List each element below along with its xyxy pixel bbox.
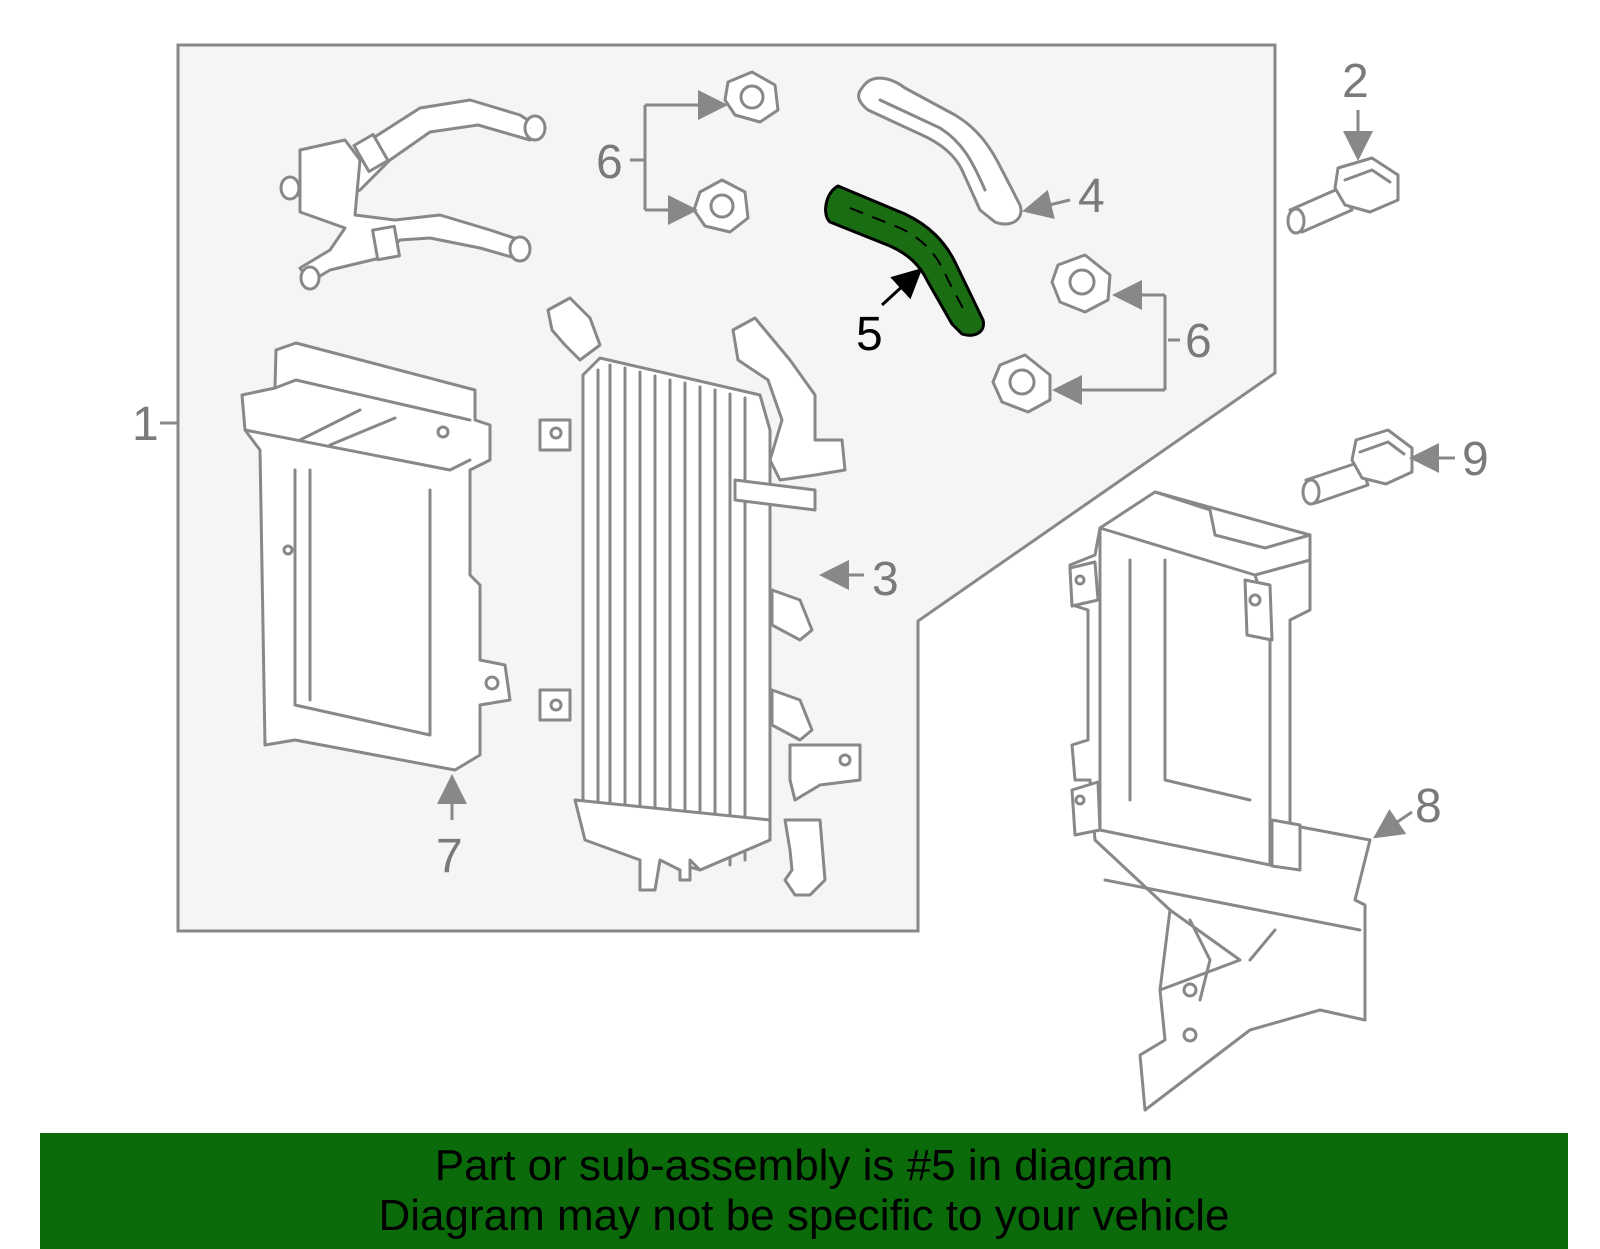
leader-5 xyxy=(880,267,923,307)
hose-clamp-right-1 xyxy=(1050,253,1112,314)
leader-6-top xyxy=(630,105,647,210)
callout-5: 5 xyxy=(856,308,883,361)
air-duct-8 xyxy=(1068,490,1372,1112)
callout-9: 9 xyxy=(1462,433,1489,486)
callout-3: 3 xyxy=(872,553,899,606)
info-banner: Part or sub-assembly is #5 in diagram Di… xyxy=(40,1133,1568,1249)
leader-4 xyxy=(1022,189,1071,220)
callout-7: 7 xyxy=(436,830,463,883)
highlighted-hose-dash xyxy=(849,207,966,313)
cooler-frame-7 xyxy=(240,341,512,772)
bolt-9 xyxy=(1301,428,1414,506)
callout-1: 1 xyxy=(132,398,159,451)
callout-6-right: 6 xyxy=(1185,315,1212,368)
callout-2: 2 xyxy=(1342,55,1369,108)
leader-6-right xyxy=(1163,295,1180,390)
bolt-2 xyxy=(1286,156,1400,235)
hose-clamp-right-2 xyxy=(991,353,1052,414)
hose-clamp-top-1 xyxy=(723,70,780,124)
hose-clamp-top-2 xyxy=(692,178,750,234)
cooler-pipe-assembly xyxy=(279,98,547,291)
banner-line-1: Part or sub-assembly is #5 in diagram xyxy=(434,1141,1174,1190)
oil-cooler-core-3 xyxy=(538,296,862,897)
highlighted-hose-part-5 xyxy=(824,184,985,337)
callout-4: 4 xyxy=(1078,170,1105,223)
upper-hose xyxy=(857,76,1023,226)
banner-line-2: Diagram may not be specific to your vehi… xyxy=(378,1191,1230,1240)
callout-8: 8 xyxy=(1415,780,1442,833)
upper-hose-seam xyxy=(878,98,987,192)
callout-6-top: 6 xyxy=(596,136,623,189)
leader-8 xyxy=(1373,809,1413,839)
